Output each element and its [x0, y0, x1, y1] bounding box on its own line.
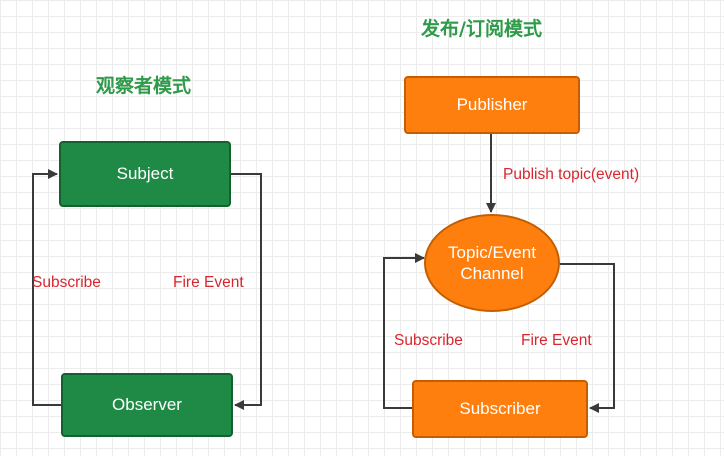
subject-label: Subject: [116, 164, 174, 183]
pubsub-pattern-title: 发布/订阅模式: [421, 18, 542, 40]
observer-label: Observer: [112, 395, 182, 414]
publisher-node: Publisher: [404, 76, 580, 134]
observer-fire-event-arrow: [231, 173, 262, 410]
observer-fire-event-label: Fire Event: [173, 274, 244, 291]
subscriber-label: Subscriber: [459, 399, 541, 418]
observer-subscribe-label: Subscribe: [32, 274, 101, 291]
pubsub-fire-event-arrow: [560, 263, 615, 413]
publisher-label: Publisher: [456, 95, 528, 114]
observer-pattern-title: 观察者模式: [96, 75, 192, 97]
subscriber-node: Subscriber: [412, 380, 588, 438]
publish-topic-label: Publish topic(event): [503, 166, 640, 183]
observer-subscribe-arrow: [32, 169, 61, 406]
subject-node: Subject: [59, 141, 231, 207]
pubsub-subscribe-label: Subscribe: [394, 332, 463, 349]
pubsub-subscribe-arrow: [383, 253, 425, 409]
pubsub-fire-event-label: Fire Event: [521, 332, 592, 349]
channel-label-line1: Topic/Event: [448, 243, 536, 262]
channel-label-line2: Channel: [460, 264, 524, 283]
topic-event-channel-node: Topic/Event Channel: [424, 214, 560, 312]
observer-node: Observer: [61, 373, 233, 437]
